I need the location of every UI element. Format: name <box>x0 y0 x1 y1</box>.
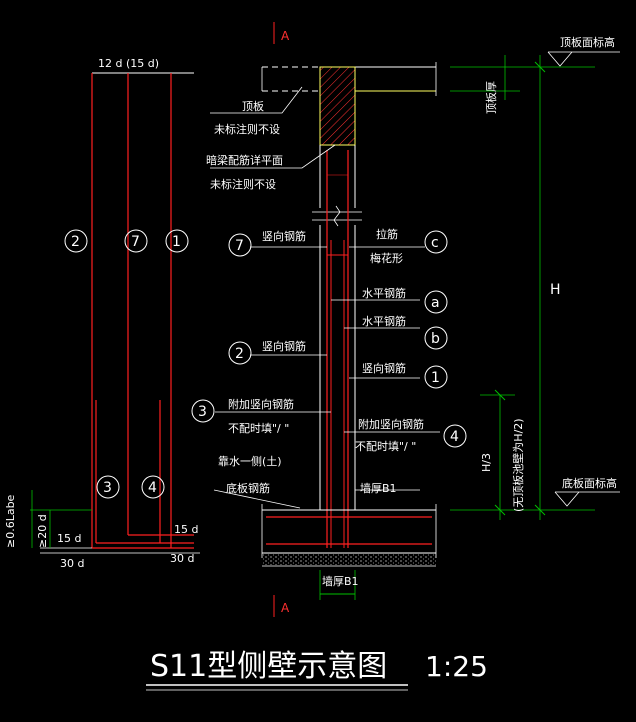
label-water-side: 靠水一侧(土) <box>218 454 282 468</box>
left-bubble-4: 4 <box>148 480 157 496</box>
label-horizontal-a: 水平钢筋 <box>362 286 406 300</box>
left-bubble-3: 3 <box>103 480 112 496</box>
bubble-1: 1 <box>431 370 440 386</box>
left-bubble-1: 1 <box>172 234 181 250</box>
label-horizontal-b: 水平钢筋 <box>362 314 406 328</box>
wall-thickness-lower: 墙厚B1 <box>322 574 359 588</box>
label-vertical-7: 竖向钢筋 <box>262 229 306 243</box>
left-bubbles <box>64 229 189 499</box>
label-hidden-beam: 暗梁配筋详平面 <box>206 153 283 167</box>
dim-H3-note: (无顶板池壁为H/2) <box>511 418 525 512</box>
dim-H3: H/3 <box>480 453 493 472</box>
left-rebar-detail <box>30 72 200 554</box>
dim-06labe: ≥0.6Labe <box>4 494 17 548</box>
leader-lines <box>210 86 440 509</box>
label-no-mark-2: 未标注则不设 <box>210 177 276 191</box>
bubble-7: 7 <box>235 238 244 254</box>
label-no-fill-3: 不配时填"/ " <box>228 421 289 435</box>
bubble-c: c <box>431 235 439 251</box>
wall-thickness-dim <box>319 570 356 600</box>
drawing-scale: 1:25 <box>425 650 488 683</box>
bubble-3-circle <box>191 399 215 423</box>
bottom-slab <box>261 504 437 567</box>
bubble-b-circle <box>424 326 448 350</box>
dim-15d-right: 15 d <box>174 523 198 536</box>
left-bubble-2: 2 <box>71 234 80 250</box>
bubble-2-circle <box>228 341 252 365</box>
label-extra-vertical-4: 附加竖向钢筋 <box>358 417 424 431</box>
dim-H: H <box>550 282 561 298</box>
label-bottom-rebar: 底板钢筋 <box>226 481 270 495</box>
top-slab <box>261 62 437 146</box>
slab-thickness: 顶板厚 <box>484 81 498 114</box>
label-extra-vertical-3: 附加竖向钢筋 <box>228 397 294 411</box>
right-dimensions <box>450 51 620 520</box>
dim-15d-left: 15 d <box>57 532 81 545</box>
dim-20d: ≥20 d <box>36 514 49 548</box>
label-vertical-1: 竖向钢筋 <box>362 361 406 375</box>
bubble-b: b <box>431 331 440 347</box>
bubble-7-circle <box>228 233 252 257</box>
bubble-a: a <box>431 295 440 311</box>
bubble-1-circle <box>424 365 448 389</box>
label-plum: 梅花形 <box>370 251 403 265</box>
label-no-mark-1: 未标注则不设 <box>214 122 280 136</box>
section-mark-bottom: A <box>281 601 290 615</box>
bubble-c-circle <box>424 230 448 254</box>
label-no-fill-4: 不配时填"/ " <box>355 439 416 453</box>
title-underline <box>146 684 408 691</box>
wall-thickness-upper: 墙厚B1 <box>360 481 397 495</box>
bubble-3: 3 <box>198 404 207 420</box>
top-length-note: 12 d (15 d) <box>98 57 159 70</box>
label-top-slab: 顶板 <box>242 99 264 113</box>
bubble-4-circle <box>443 424 467 448</box>
bubble-2: 2 <box>235 346 244 362</box>
section-mark-top: A <box>281 29 290 43</box>
left-bubble-7: 7 <box>131 234 140 250</box>
top-slab-elevation: 顶板面标高 <box>560 35 615 49</box>
bottom-slab-elevation: 底板面标高 <box>562 476 617 490</box>
label-vertical-2: 竖向钢筋 <box>262 339 306 353</box>
bubble-4: 4 <box>450 429 459 445</box>
drawing-title: S11型侧壁示意图 <box>150 649 387 684</box>
wall-body <box>312 145 362 548</box>
bubble-a-circle <box>424 290 448 314</box>
dim-30d-left: 30 d <box>60 557 84 570</box>
label-tie: 拉筋 <box>376 227 398 241</box>
dim-30d-right: 30 d <box>170 552 194 565</box>
